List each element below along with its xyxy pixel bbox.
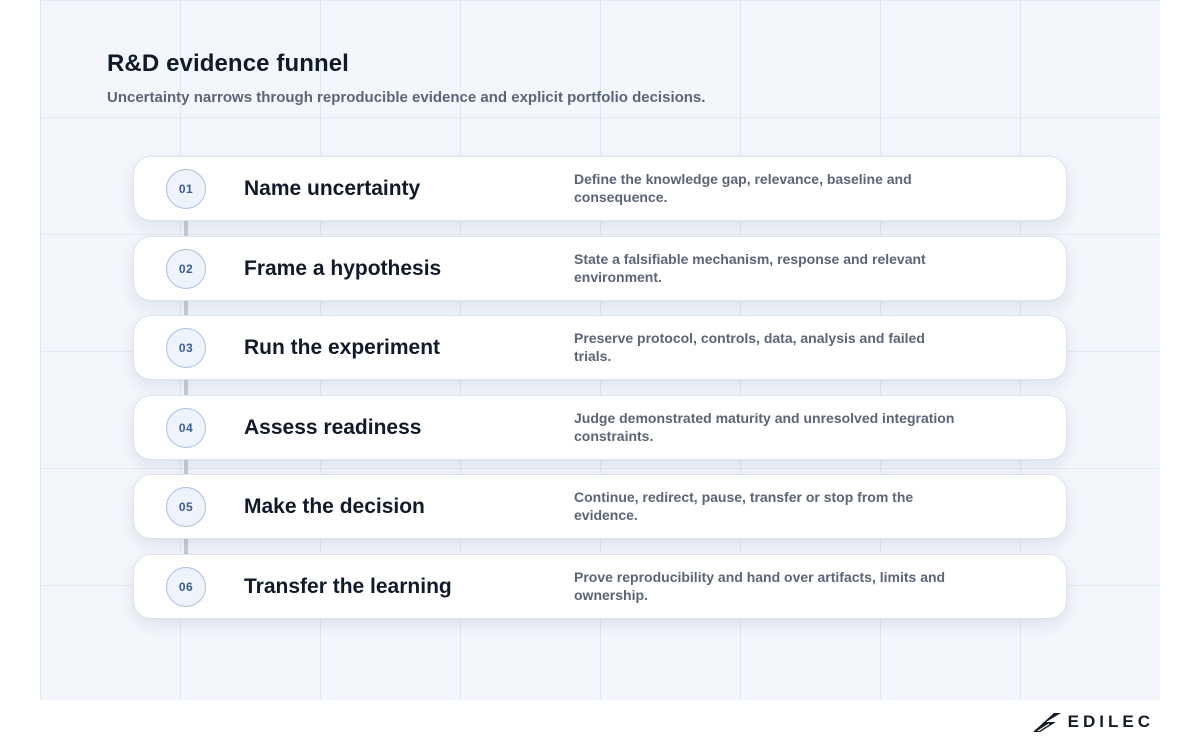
step-description: Judge demonstrated maturity and unresolv… <box>574 409 955 444</box>
step-description: Preserve protocol, controls, data, analy… <box>574 330 925 364</box>
step-description: Continue, redirect, pause, transfer or s… <box>574 489 914 523</box>
page-title: R&D evidence funnel <box>107 50 349 77</box>
step-number-badge: 06 <box>166 566 206 607</box>
step-title: Assess readiness <box>244 415 422 439</box>
step-title: Frame a hypothesis <box>244 256 442 280</box>
step-title: Make the decision <box>244 495 425 518</box>
funnel-step-4: 04 Assess readiness Judge demonstrated m… <box>133 394 1067 460</box>
funnel-step-1: 01 Name uncertainty Define the knowledge… <box>133 156 1067 221</box>
edilec-logo-icon <box>1032 713 1061 732</box>
step-title: Transfer the learning <box>244 574 452 598</box>
funnel-step-6: 06 Transfer the learning Prove reproduci… <box>133 553 1067 619</box>
step-description: Define the knowledge gap, relevance, bas… <box>574 171 912 205</box>
step-number-badge: 03 <box>166 328 206 368</box>
funnel-step-3: 03 Run the experiment Preserve protocol,… <box>133 315 1067 380</box>
step-description: State a falsifiable mechanism, response … <box>574 250 926 285</box>
step-title: Run the experiment <box>244 336 441 359</box>
step-connector-line <box>184 190 188 585</box>
step-number-badge: 01 <box>166 169 206 209</box>
funnel-step-5: 05 Make the decision Continue, redirect,… <box>133 474 1067 539</box>
brand: EDILEC <box>1032 710 1154 734</box>
step-number-badge: 05 <box>166 487 206 527</box>
page-subtitle: Uncertainty narrows through reproducible… <box>107 89 706 106</box>
step-number-badge: 02 <box>166 248 206 289</box>
step-number-badge: 04 <box>166 407 206 448</box>
step-title: Name uncertainty <box>244 177 421 200</box>
funnel-step-2: 02 Frame a hypothesis State a falsifiabl… <box>133 235 1067 301</box>
step-description: Prove reproducibility and hand over arti… <box>574 568 946 603</box>
brand-name: EDILEC <box>1067 712 1154 731</box>
